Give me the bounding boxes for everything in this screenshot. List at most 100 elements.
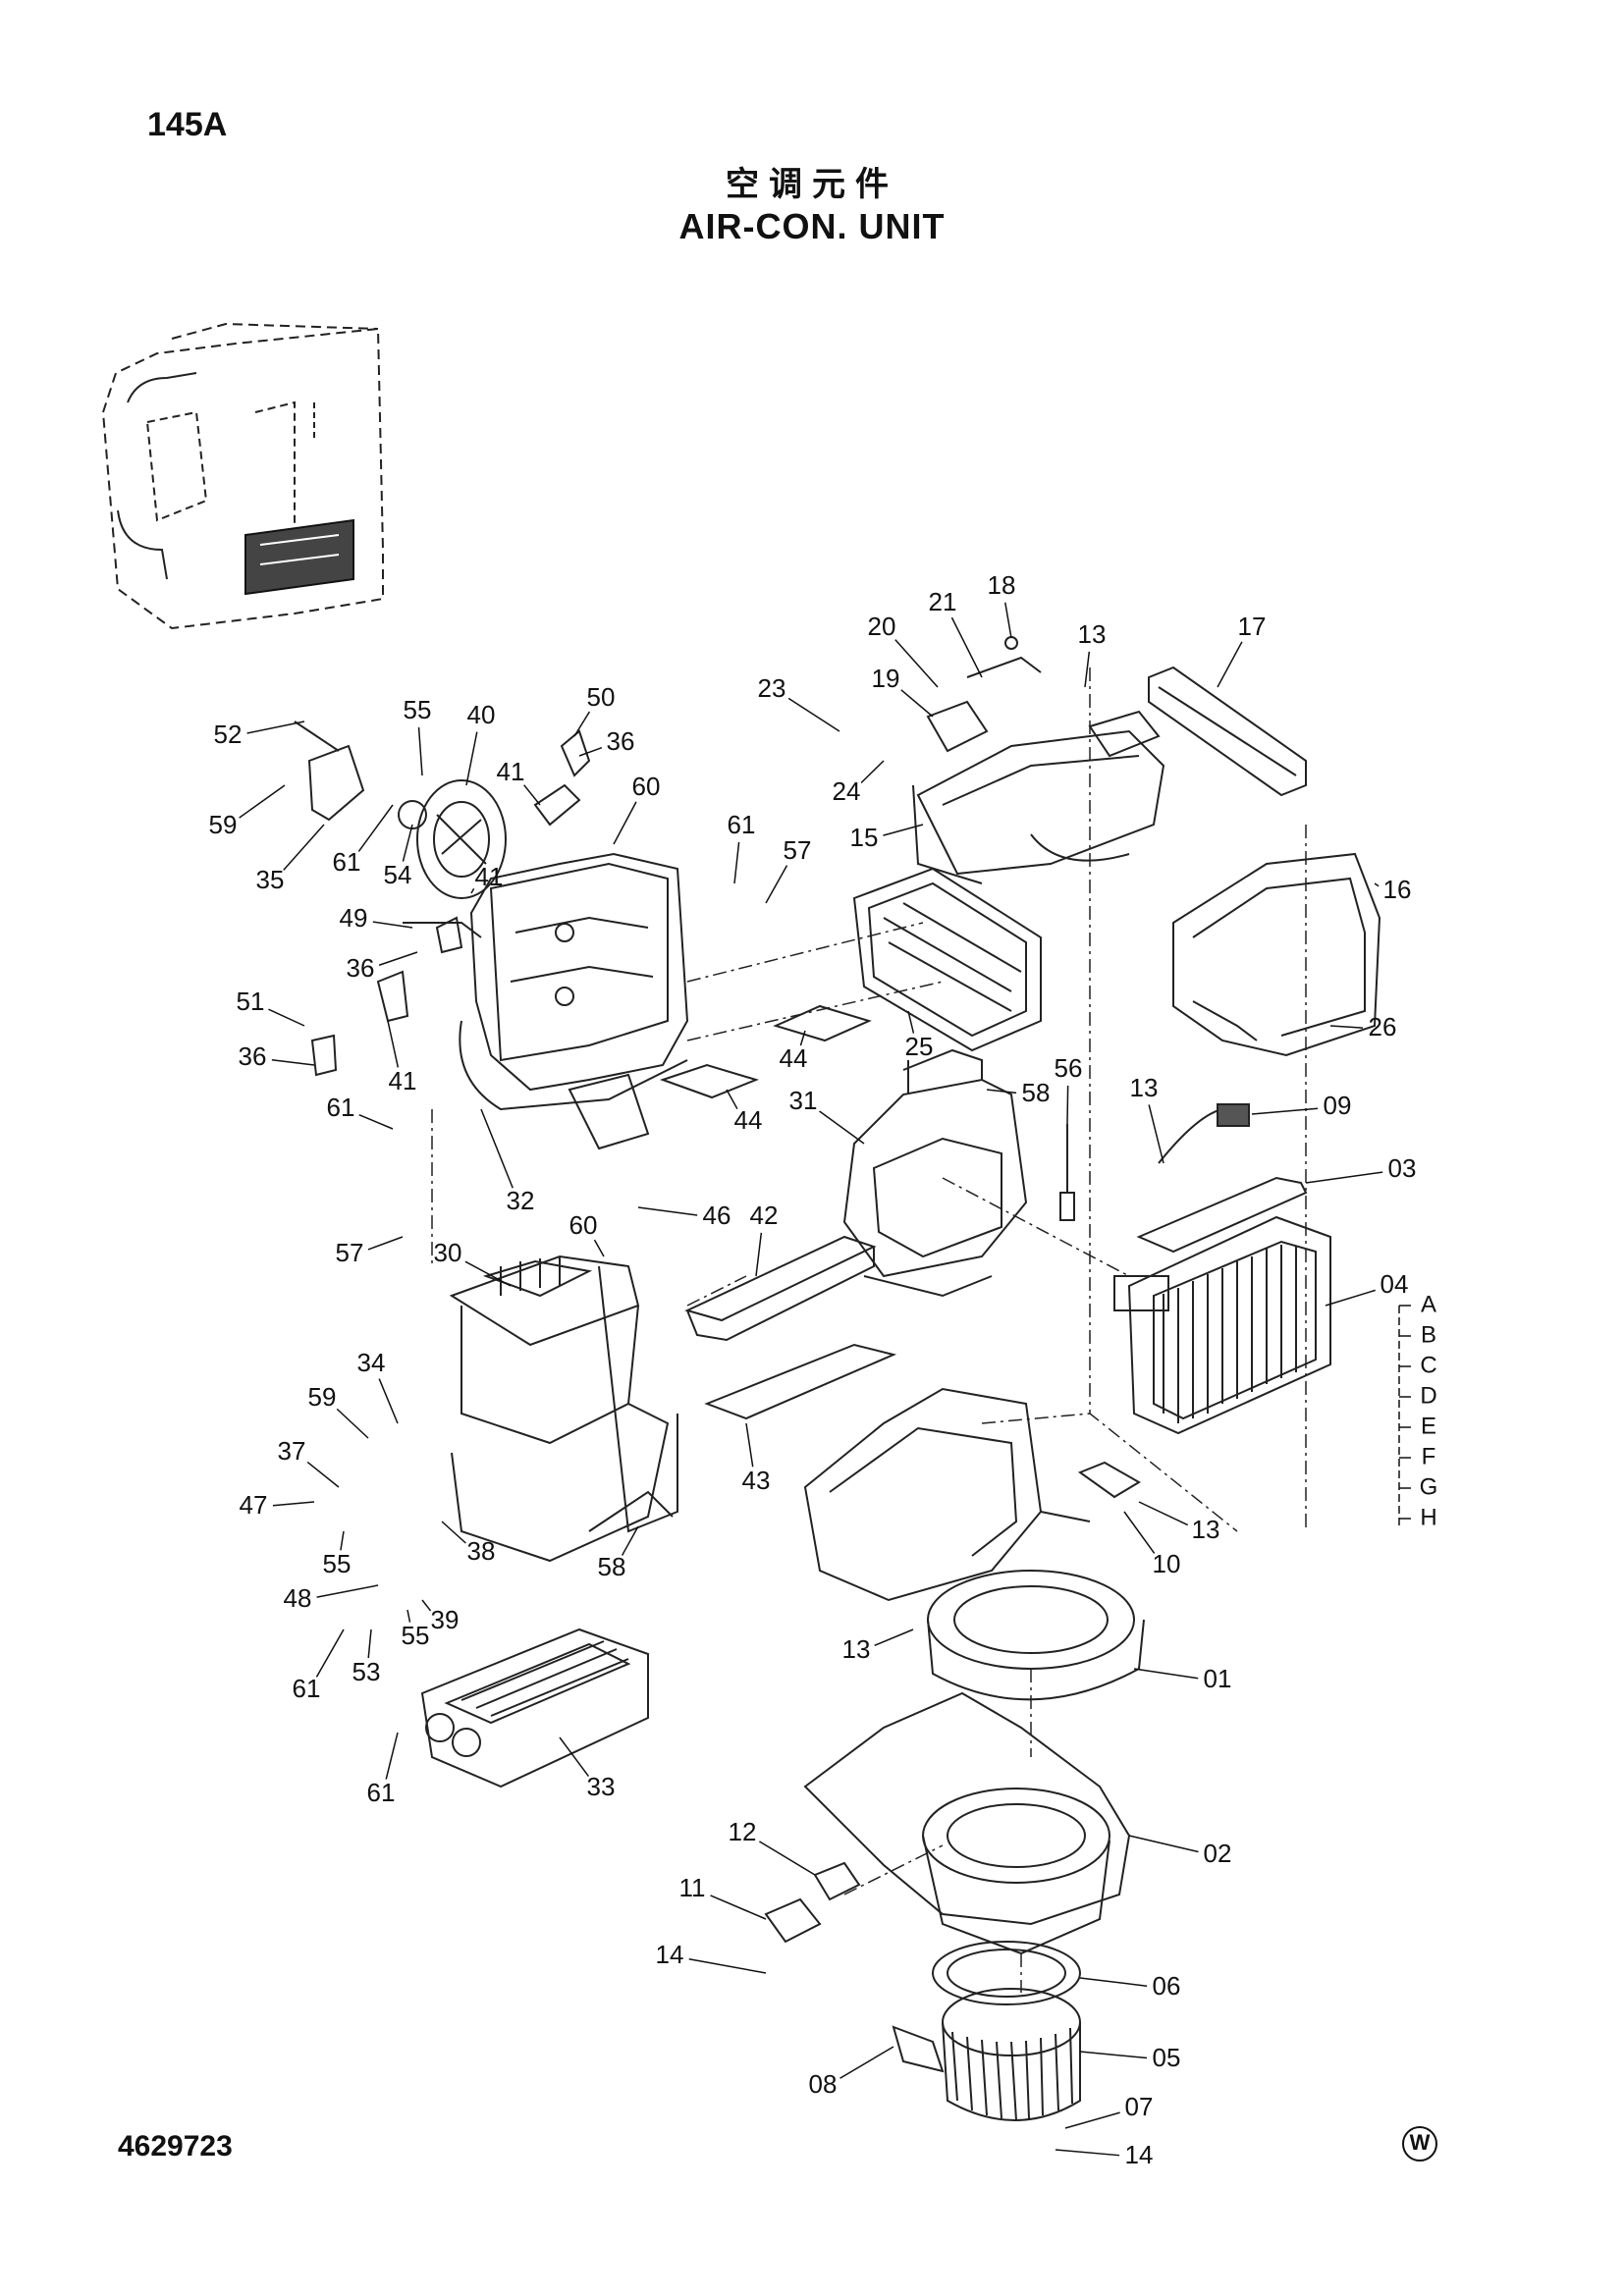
callout-39: 39 xyxy=(431,1605,460,1634)
callout-11: 11 xyxy=(679,1873,706,1902)
leader-61 xyxy=(315,1629,345,1678)
callout-leader-lines xyxy=(239,602,1383,2157)
callout-61: 61 xyxy=(333,847,361,877)
callout-59: 59 xyxy=(209,810,238,839)
resistor-and-gasket xyxy=(764,1861,861,1944)
callout-36: 36 xyxy=(239,1041,267,1071)
leader-06 xyxy=(1079,1977,1148,1987)
leader-61 xyxy=(358,1113,394,1130)
leader-59 xyxy=(239,784,286,819)
callout-13: 13 xyxy=(1192,1515,1220,1544)
callout-55: 55 xyxy=(323,1549,352,1578)
callout-01: 01 xyxy=(1204,1664,1232,1693)
variant-letter-D: D xyxy=(1420,1382,1436,1409)
callout-58: 58 xyxy=(598,1552,626,1581)
leader-02 xyxy=(1128,1835,1199,1853)
leader-17 xyxy=(1217,641,1243,688)
variant-letter-E: E xyxy=(1421,1413,1436,1439)
callout-17: 17 xyxy=(1238,612,1267,641)
leader-33 xyxy=(559,1736,590,1778)
callout-25: 25 xyxy=(905,1032,934,1061)
leader-60 xyxy=(593,1239,605,1257)
sensor-and-bracket xyxy=(1059,1103,1308,1254)
leader-25 xyxy=(907,1010,915,1034)
leader-41 xyxy=(387,1020,400,1068)
leader-26 xyxy=(1329,1025,1364,1029)
page-code: 145A xyxy=(147,106,228,143)
callout-44: 44 xyxy=(780,1043,808,1073)
variant-letter-F: F xyxy=(1422,1443,1436,1469)
case-upper-left xyxy=(459,852,689,1111)
leader-13 xyxy=(874,1629,914,1647)
leader-58 xyxy=(986,1089,1017,1095)
leader-11 xyxy=(710,1895,767,1920)
callout-49: 49 xyxy=(340,903,368,933)
leader-32 xyxy=(480,1108,514,1189)
variant-letter-G: G xyxy=(1420,1473,1438,1500)
leader-44 xyxy=(726,1089,738,1110)
leader-51 xyxy=(268,1008,305,1027)
case-lower-left xyxy=(449,1255,678,1563)
leader-14 xyxy=(688,1957,767,1974)
leader-56 xyxy=(1066,1085,1069,1125)
linkage-levers xyxy=(310,729,591,1077)
leader-61 xyxy=(385,1732,399,1780)
callout-42: 42 xyxy=(750,1201,779,1230)
callout-20: 20 xyxy=(868,612,896,641)
leader-37 xyxy=(306,1461,340,1488)
leader-50 xyxy=(573,711,591,737)
variant-letter-A: A xyxy=(1421,1291,1436,1317)
case-center xyxy=(842,1048,1028,1298)
leader-09 xyxy=(1251,1107,1319,1115)
leader-57 xyxy=(367,1236,404,1251)
leader-34 xyxy=(378,1378,399,1424)
leader-36 xyxy=(578,747,603,757)
leader-42 xyxy=(755,1232,763,1277)
callout-09: 09 xyxy=(1324,1091,1352,1120)
leader-05 xyxy=(1079,2051,1148,2059)
leader-46 xyxy=(637,1206,698,1216)
leader-20 xyxy=(894,639,939,688)
variant-letter-H: H xyxy=(1420,1504,1436,1530)
callout-13: 13 xyxy=(842,1634,871,1664)
leader-61 xyxy=(733,841,740,884)
callout-06: 06 xyxy=(1153,1971,1181,2001)
leader-12 xyxy=(759,1841,816,1876)
leader-23 xyxy=(787,697,840,732)
callout-36: 36 xyxy=(347,953,375,983)
callout-10: 10 xyxy=(1153,1549,1181,1578)
callout-55: 55 xyxy=(402,1621,430,1650)
leader-21 xyxy=(950,616,983,678)
callout-61: 61 xyxy=(728,810,756,839)
leader-03 xyxy=(1305,1171,1383,1184)
callout-04: 04 xyxy=(1380,1269,1409,1299)
callout-53: 53 xyxy=(352,1657,381,1686)
callout-18: 18 xyxy=(988,570,1016,600)
leader-16 xyxy=(1374,882,1380,887)
leader-18 xyxy=(1004,602,1012,639)
leader-55 xyxy=(340,1530,345,1551)
evaporator-core xyxy=(1113,1215,1331,1435)
leader-01 xyxy=(1133,1668,1199,1680)
callout-60: 60 xyxy=(632,772,661,801)
callout-60: 60 xyxy=(569,1210,598,1240)
leader-31 xyxy=(819,1110,865,1145)
callout-61: 61 xyxy=(327,1093,355,1122)
callout-03: 03 xyxy=(1388,1153,1417,1183)
filter-element xyxy=(852,666,1307,1052)
callout-54: 54 xyxy=(384,860,412,889)
callout-48: 48 xyxy=(284,1583,312,1613)
callout-13: 13 xyxy=(1078,619,1107,649)
leader-35 xyxy=(283,824,325,871)
leader-30 xyxy=(464,1260,512,1287)
damper-actuator xyxy=(294,721,507,899)
callout-41: 41 xyxy=(389,1066,417,1095)
leader-58 xyxy=(621,1525,639,1556)
callout-13: 13 xyxy=(1130,1073,1159,1102)
watermark-icon: W xyxy=(1402,2126,1437,2162)
callout-61: 61 xyxy=(293,1674,321,1703)
callout-43: 43 xyxy=(742,1466,771,1495)
callout-52: 52 xyxy=(214,720,243,749)
